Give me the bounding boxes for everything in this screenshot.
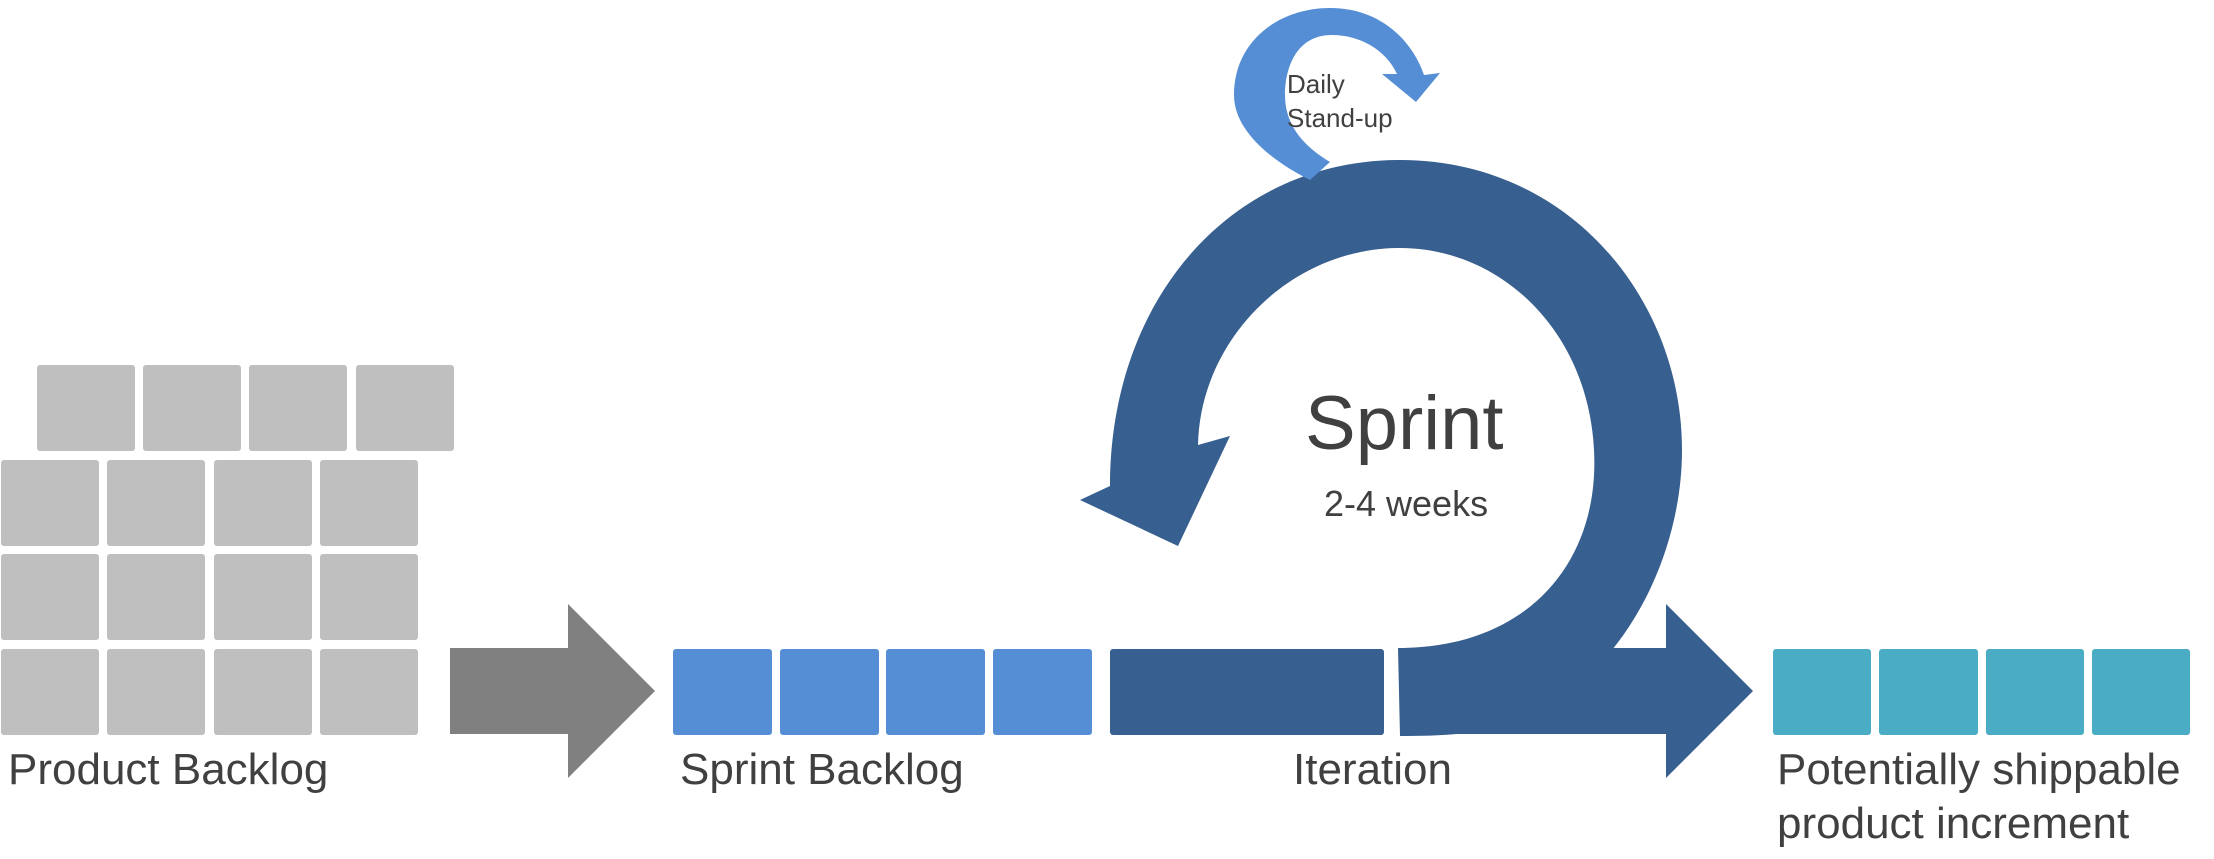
sprint-duration: 2-4 weeks bbox=[1324, 483, 1489, 524]
daily-standup-cycle-arrow bbox=[1234, 8, 1440, 180]
product-backlog-items bbox=[1, 365, 454, 735]
right-arrow-icon bbox=[450, 604, 655, 778]
iteration-block bbox=[1110, 649, 1384, 735]
sprint-cycle-arrow bbox=[1080, 160, 1682, 736]
increment-label-line2: product increment bbox=[1777, 799, 2130, 848]
product-backlog-label: Product Backlog bbox=[8, 745, 329, 794]
iteration-label: Iteration bbox=[1293, 745, 1452, 794]
right-arrow-icon bbox=[1400, 604, 1753, 778]
daily-standup-label-line2: Stand-up bbox=[1287, 103, 1393, 133]
sprint-backlog-label: Sprint Backlog bbox=[680, 745, 964, 794]
sprint-title: Sprint bbox=[1305, 381, 1504, 466]
sprint-backlog-items bbox=[673, 649, 1092, 735]
increment-label-line1: Potentially shippable bbox=[1777, 745, 2181, 794]
daily-standup-label-line1: Daily bbox=[1287, 69, 1345, 99]
